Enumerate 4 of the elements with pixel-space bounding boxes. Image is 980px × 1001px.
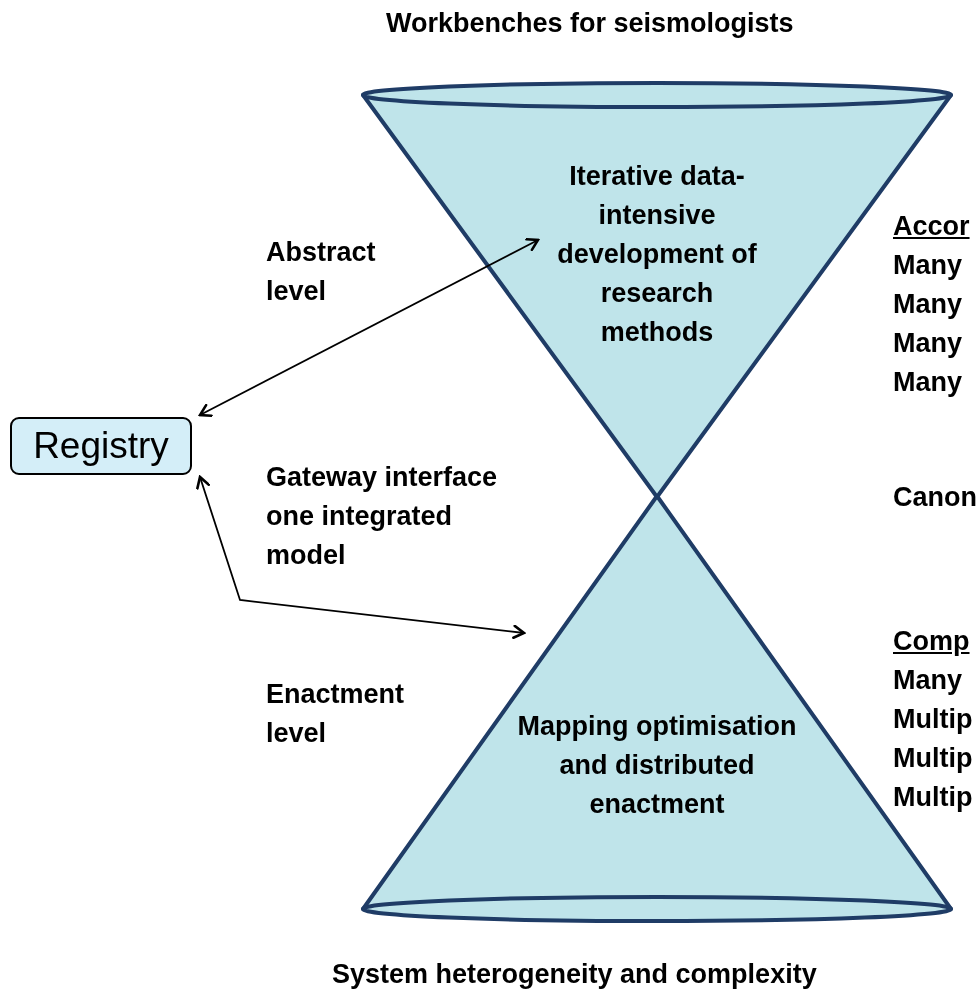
registry-box: Registry: [10, 417, 192, 475]
side-note: Abstract level: [266, 236, 377, 308]
bottom-caption: System heterogeneity and complexity: [332, 958, 817, 991]
diagram-title: Workbenches for seismologists: [386, 7, 794, 40]
